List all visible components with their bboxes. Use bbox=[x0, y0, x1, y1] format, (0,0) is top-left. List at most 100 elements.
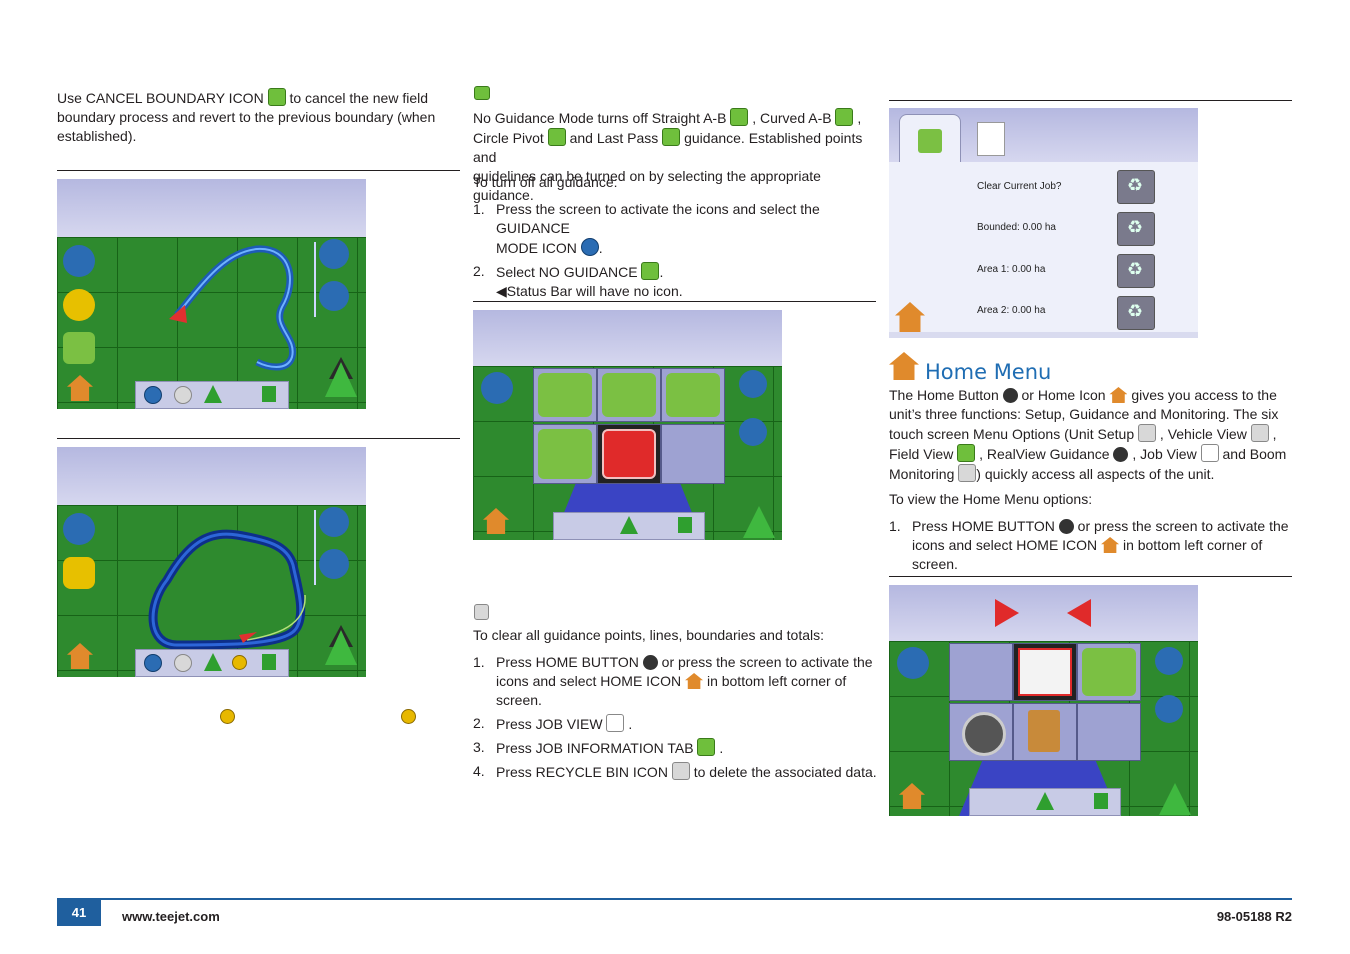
text-fragment: The Home Button bbox=[889, 387, 999, 403]
job-view-icon bbox=[606, 714, 625, 732]
status-bar bbox=[135, 381, 289, 409]
view-steps: 1. Press HOME BUTTON or press the screen… bbox=[889, 517, 1294, 574]
guidance-mode-icon[interactable] bbox=[63, 245, 95, 277]
boundary-icon[interactable] bbox=[63, 557, 95, 589]
straight-ab-icon bbox=[730, 108, 749, 126]
step-text: ◀Status Bar will have no icon. bbox=[496, 283, 683, 299]
steering-icon bbox=[144, 654, 162, 672]
page-number: 41 bbox=[57, 900, 101, 926]
zoom-out-icon[interactable] bbox=[739, 418, 767, 446]
list-item: 2. Press JOB VIEW . bbox=[473, 714, 878, 734]
list-item: 1. Press HOME BUTTON or press the screen… bbox=[889, 517, 1294, 574]
step-text: icons and select HOME ICON bbox=[496, 673, 682, 689]
text-fragment: gives you access to the bbox=[1131, 387, 1277, 403]
text-fragment: Circle Pivot bbox=[473, 130, 544, 146]
boom-monitoring-option[interactable] bbox=[1077, 703, 1141, 761]
last-pass-icon bbox=[174, 654, 192, 672]
curved-ab-option[interactable] bbox=[597, 368, 661, 422]
realview-guidance-option[interactable] bbox=[949, 703, 1013, 761]
boundary-path bbox=[148, 510, 357, 665]
guidance-mode-icon[interactable] bbox=[481, 372, 513, 404]
no-guidance-text: No Guidance Mode turns off Straight A-B … bbox=[473, 108, 875, 205]
home-button-icon bbox=[1002, 388, 1018, 403]
home-menu-text: The Home Button or Home Icon gives you a… bbox=[889, 386, 1294, 484]
unit-setup-option[interactable] bbox=[949, 643, 1013, 701]
vehicle-marker bbox=[1159, 783, 1191, 815]
step-number: 1. bbox=[473, 201, 485, 217]
guidance-mode-icon[interactable] bbox=[63, 513, 95, 545]
step-text: to delete the associated data. bbox=[693, 764, 877, 780]
boundary-outside-icon bbox=[220, 709, 235, 724]
arrow-right-icon bbox=[995, 599, 1019, 627]
zoom-out-icon[interactable] bbox=[319, 281, 349, 311]
tile-face bbox=[602, 429, 656, 479]
step-number: 2. bbox=[473, 263, 485, 279]
screenshot-home-menu bbox=[889, 585, 1198, 816]
step-text: Press JOB INFORMATION TAB bbox=[496, 740, 694, 756]
checkered-flag-icon[interactable] bbox=[63, 289, 95, 321]
tab-job-edit[interactable] bbox=[971, 118, 1011, 158]
guidance-path bbox=[169, 242, 357, 397]
footer-rule bbox=[57, 898, 1292, 900]
zoom-in-icon[interactable] bbox=[739, 370, 767, 398]
job-information-tab-icon bbox=[918, 129, 942, 153]
no-guidance-option[interactable] bbox=[597, 424, 661, 484]
arrow-left-icon bbox=[1067, 599, 1091, 627]
list-item: 3. Press JOB INFORMATION TAB . bbox=[473, 738, 878, 758]
straight-ab-option[interactable] bbox=[533, 368, 597, 422]
cancel-boundary-icon bbox=[267, 88, 286, 106]
recycle-bin-button[interactable] bbox=[1117, 170, 1155, 204]
field-view-option[interactable] bbox=[1077, 643, 1141, 701]
job-row-label: Bounded: 0.00 ha bbox=[977, 222, 1056, 233]
zoom-in-icon[interactable] bbox=[319, 507, 349, 537]
tab-job-information[interactable] bbox=[899, 114, 961, 163]
curved-ab-icon bbox=[835, 108, 854, 126]
clear-steps: 1. Press HOME BUTTON or press the screen… bbox=[473, 653, 878, 782]
zoom-out-icon[interactable] bbox=[1155, 695, 1183, 723]
cancel-boundary-icon[interactable] bbox=[63, 332, 95, 364]
job-view-option[interactable] bbox=[1013, 703, 1077, 761]
screenshot-job-information: Clear Current Job? Bounded: 0.00 ha Area… bbox=[889, 108, 1198, 338]
zoom-in-icon[interactable] bbox=[319, 239, 349, 269]
text-fragment: ) quickly access all aspects of the unit… bbox=[976, 466, 1215, 482]
step-text: Select NO GUIDANCE bbox=[496, 264, 638, 280]
footer-website[interactable]: www.teejet.com bbox=[122, 909, 220, 924]
home-button-icon bbox=[642, 655, 658, 670]
text-fragment: , Job View bbox=[1132, 446, 1197, 462]
text-fragment: or Home Icon bbox=[1021, 387, 1106, 403]
circle-pivot-option[interactable] bbox=[661, 368, 725, 422]
text-fragment: No Guidance Mode turns off Straight A-B bbox=[473, 110, 727, 126]
screenshot-guidance-modes bbox=[473, 310, 782, 540]
boom-icon bbox=[1094, 793, 1108, 809]
cancel-boundary-text-a: Use CANCEL BOUNDARY ICON bbox=[57, 90, 264, 106]
text-fragment: , bbox=[1272, 426, 1277, 442]
last-pass-icon bbox=[662, 128, 681, 146]
text-fragment: touch screen Menu Options (Unit Setup bbox=[889, 426, 1135, 442]
cancel-boundary-text-d: established). bbox=[57, 128, 137, 144]
empty-option bbox=[661, 424, 725, 484]
screen-header bbox=[57, 179, 366, 237]
guidance-mode-icon[interactable] bbox=[897, 647, 929, 679]
vehicle-marker bbox=[743, 506, 775, 538]
vehicle-view-option[interactable] bbox=[1013, 643, 1077, 701]
job-row-label: Clear Current Job? bbox=[977, 181, 1062, 192]
status-bar bbox=[135, 649, 289, 677]
screen-header bbox=[473, 310, 782, 366]
recycle-bin-button[interactable] bbox=[1117, 254, 1155, 288]
tile-face bbox=[666, 373, 720, 417]
recycle-bin-button[interactable] bbox=[1117, 212, 1155, 246]
list-item: 1. Press HOME BUTTON or press the screen… bbox=[473, 653, 878, 710]
step-number: 3. bbox=[473, 739, 485, 755]
status-bar bbox=[553, 512, 705, 540]
divider bbox=[889, 100, 1292, 101]
vehicle-icon bbox=[204, 653, 222, 671]
tile-face bbox=[538, 373, 592, 417]
last-pass-option[interactable] bbox=[533, 424, 597, 484]
zoom-in-icon[interactable] bbox=[1155, 647, 1183, 675]
text-fragment: guidelines can be turned on by selecting… bbox=[473, 168, 821, 203]
recycle-bin-button[interactable] bbox=[1117, 296, 1155, 330]
zoom-out-icon[interactable] bbox=[319, 549, 349, 579]
screen-header bbox=[889, 585, 1198, 641]
step-text: in bottom left corner of screen. bbox=[912, 537, 1263, 572]
cancel-boundary-text-c: boundary process and revert to the previ… bbox=[57, 109, 436, 125]
